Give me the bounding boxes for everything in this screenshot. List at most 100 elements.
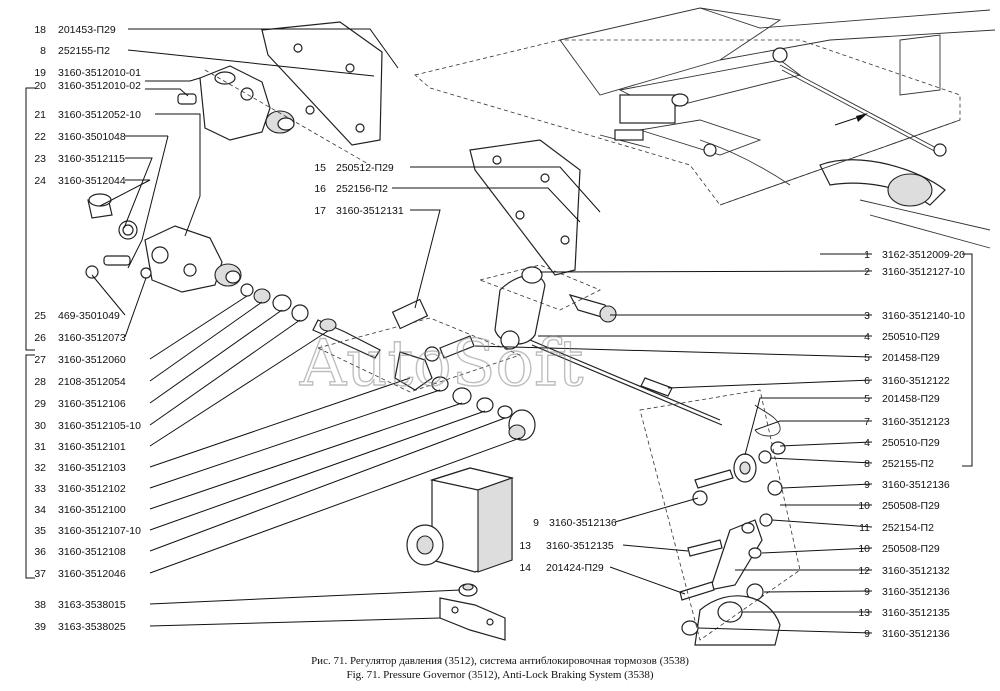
part-number: 3160-3512136 xyxy=(882,479,950,491)
callout-number: 29 xyxy=(34,398,46,410)
part-number: 3160-3512044 xyxy=(58,175,126,187)
assembly-outline-lever xyxy=(478,264,601,311)
callout-number: 5 xyxy=(864,393,870,405)
part-number: 3160-3512010-02 xyxy=(58,80,141,92)
callout-number: 26 xyxy=(34,332,46,344)
part-number: 3160-3512105-10 xyxy=(58,420,141,432)
callout-number: 13 xyxy=(519,540,531,552)
part-number: 3160-3512100 xyxy=(58,504,126,516)
callout-number: 22 xyxy=(34,131,46,143)
callout-number: 4 xyxy=(864,331,870,343)
callout-number: 32 xyxy=(34,462,46,474)
part-number: 3163-3538025 xyxy=(58,621,126,633)
part-number: 3160-3512136 xyxy=(882,628,950,640)
callout-number: 2 xyxy=(864,266,870,278)
callout-number: 6 xyxy=(864,375,870,387)
part-number: 3160-3512123 xyxy=(882,416,950,428)
part-number: 250508-П29 xyxy=(882,543,940,555)
part-number: 201453-П29 xyxy=(58,24,116,36)
pressure-governor-top xyxy=(177,65,295,141)
callout-label: 30 3160-3512105-10 xyxy=(34,420,141,432)
part-number: 3163-3538015 xyxy=(58,599,126,611)
callout-number: 15 xyxy=(314,162,326,174)
callout-number: 10 xyxy=(858,543,870,555)
part-number: 3160-3512132 xyxy=(882,565,950,577)
part-number: 3160-3512010-01 xyxy=(58,67,141,79)
part-number: 201458-П29 xyxy=(882,352,940,364)
callout-number: 16 xyxy=(314,183,326,195)
assembly-outline-governor xyxy=(204,69,371,166)
callout-label: 16 252156-П2 xyxy=(314,183,388,195)
part-number: 3162-3512009-20 xyxy=(882,249,965,261)
part-number: 469-3501049 xyxy=(58,310,120,322)
part-number: 3160-3512136 xyxy=(882,586,950,598)
leader-lines xyxy=(91,28,873,634)
lever-linkage xyxy=(391,266,801,646)
chassis-frame-drawing xyxy=(414,7,996,249)
callout-number: 31 xyxy=(34,441,46,453)
part-number: 252156-П2 xyxy=(336,183,388,195)
part-number: 201458-П29 xyxy=(882,393,940,405)
callout-label: 13 3160-3512135 xyxy=(519,540,614,552)
callout-number: 36 xyxy=(34,546,46,558)
part-number: 3160-3501048 xyxy=(58,131,126,143)
part-number: 3160-3512140-10 xyxy=(882,310,965,322)
callout-label: 20 3160-3512010-02 xyxy=(34,80,141,92)
bracket-plate-upper xyxy=(261,21,383,146)
callout-number: 7 xyxy=(864,416,870,428)
part-number: 3160-3512135 xyxy=(882,607,950,619)
callout-number: 10 xyxy=(858,500,870,512)
callout-number: 12 xyxy=(858,565,870,577)
part-number: 3160-3512135 xyxy=(546,540,614,552)
callout-number: 8 xyxy=(864,458,870,470)
part-number: 3160-3512108 xyxy=(58,546,126,558)
callout-number: 38 xyxy=(34,599,46,611)
callout-number: 30 xyxy=(34,420,46,432)
callout-number: 17 xyxy=(314,205,326,217)
callout-label: 5 201458-П29 xyxy=(864,393,940,405)
part-number: 3160-3512102 xyxy=(58,483,126,495)
callout-label: 36 3160-3512108 xyxy=(34,546,126,558)
part-number: 250512-П29 xyxy=(336,162,394,174)
caption-ru: Рис. 71. Регулятор давления (3512), сист… xyxy=(311,655,689,667)
callout-number: 4 xyxy=(864,437,870,449)
callout-number: 33 xyxy=(34,483,46,495)
callout-label: 9 3160-3512136 xyxy=(864,628,950,640)
part-number: 201424-П29 xyxy=(546,562,604,574)
callout-number: 9 xyxy=(864,628,870,640)
callout-number: 18 xyxy=(34,24,46,36)
callout-number: 25 xyxy=(34,310,46,322)
callout-number: 20 xyxy=(34,80,46,92)
callout-number: 24 xyxy=(34,175,46,187)
callout-number: 35 xyxy=(34,525,46,537)
part-number: 3160-3512052-10 xyxy=(58,109,141,121)
callout-number: 8 xyxy=(40,45,46,57)
callout-number: 37 xyxy=(34,568,46,580)
label-group-brackets xyxy=(25,87,973,579)
callout-label: 22 3160-3501048 xyxy=(34,131,126,143)
caption-en: Fig. 71. Pressure Governor (3512), Anti-… xyxy=(346,669,653,681)
callout-label: 7 3160-3512123 xyxy=(864,416,950,428)
bracket-plate-middle xyxy=(469,139,581,276)
